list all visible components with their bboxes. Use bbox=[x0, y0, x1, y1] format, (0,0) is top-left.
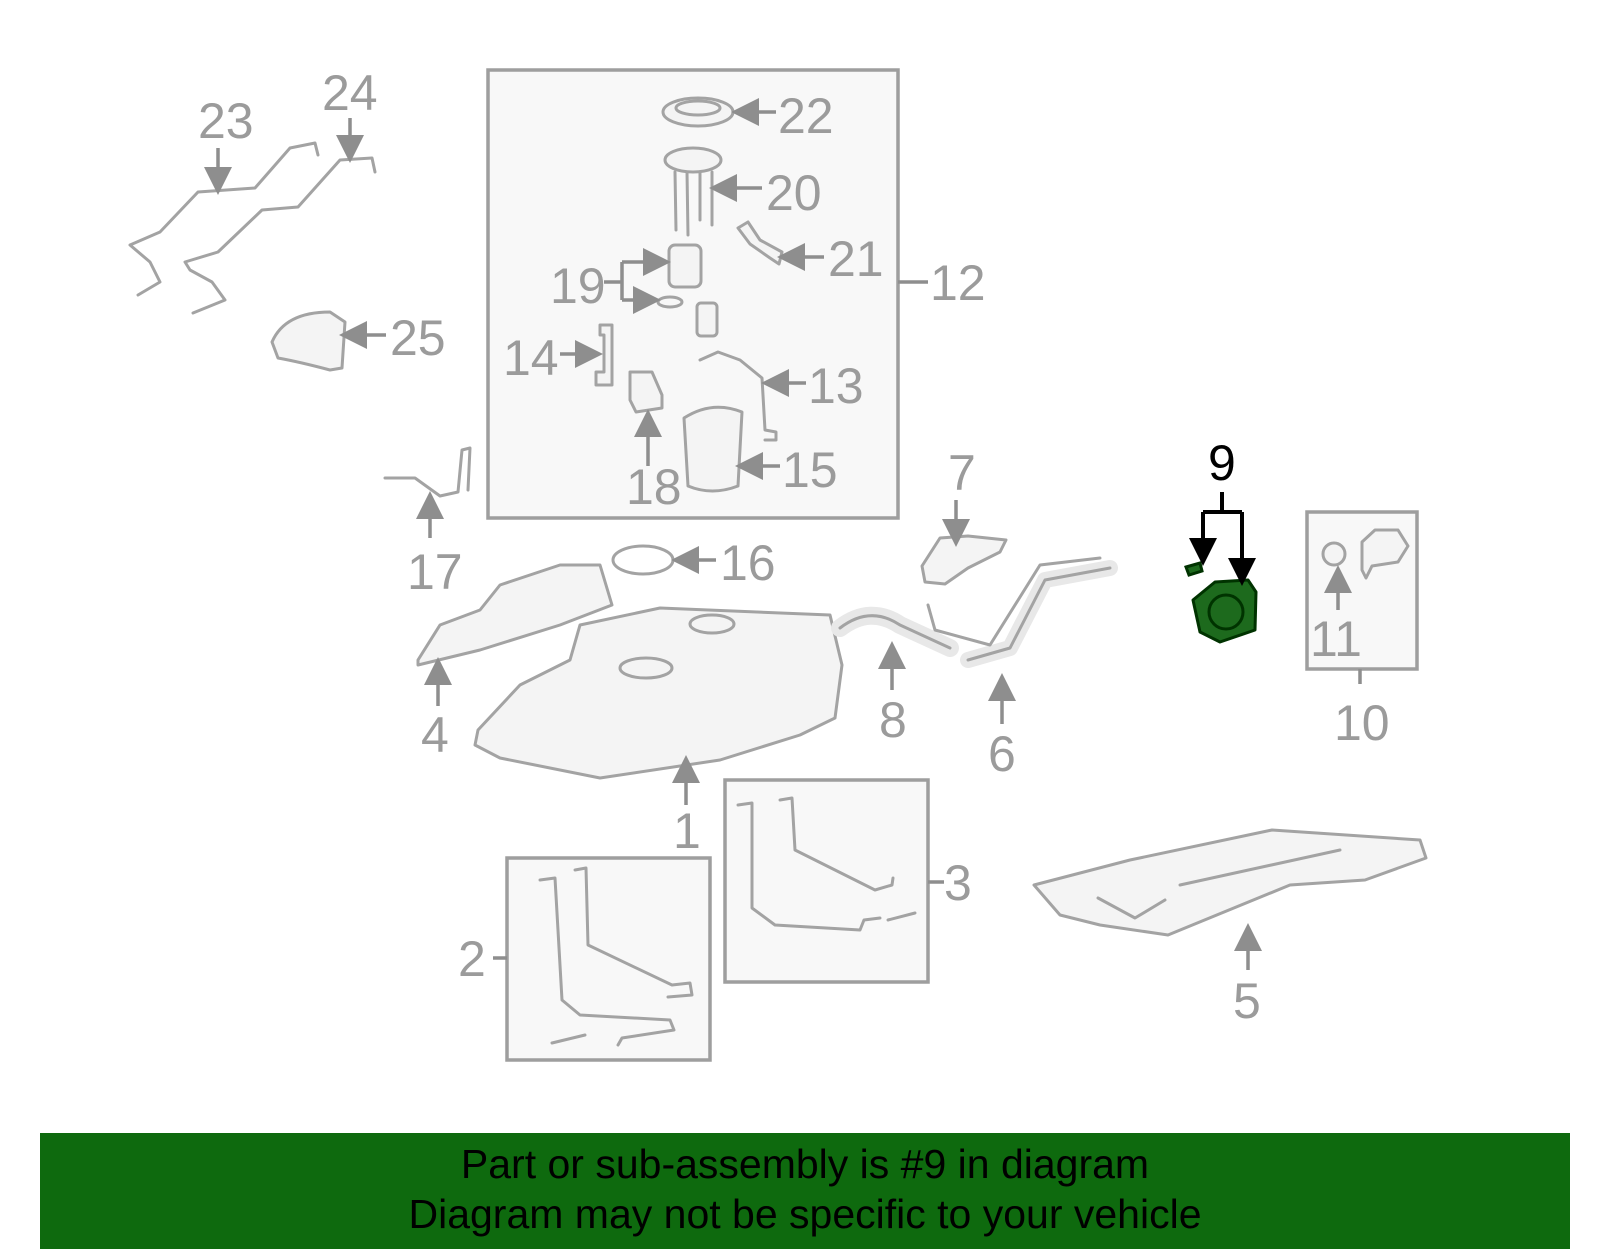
filler-pipe-6-outline bbox=[966, 566, 1112, 662]
callout-12: 12 bbox=[930, 255, 986, 311]
strap-group-box-3 bbox=[723, 778, 930, 984]
gasket-11 bbox=[1321, 541, 1347, 567]
tank-strap-3-bolt bbox=[886, 911, 917, 922]
callout-16: 16 bbox=[720, 535, 776, 591]
filler-door-housing-9-ring bbox=[1207, 593, 1245, 631]
callout-18: 18 bbox=[626, 459, 682, 515]
gauge-sender-13 bbox=[698, 350, 778, 442]
tank-undercover-5-inner bbox=[1096, 848, 1342, 920]
banner-vehicle-disclaimer: Diagram may not be specific to your vehi… bbox=[408, 1191, 1202, 1237]
callout-4: 4 bbox=[421, 707, 449, 763]
fuel-system-parts-diagram: 23 24 25 22 20 21 19 12 14 13 18 15 17 1… bbox=[128, 65, 1428, 1062]
callout-6: 6 bbox=[988, 726, 1016, 782]
callout-1: 1 bbox=[673, 803, 701, 859]
callout-25: 25 bbox=[390, 310, 446, 366]
fuel-cap-10 bbox=[1360, 528, 1410, 580]
tank-strap-3a bbox=[736, 801, 882, 932]
fuel-pump-19 bbox=[667, 243, 703, 289]
fuel-line-24 bbox=[183, 156, 377, 315]
screw-9 bbox=[1184, 561, 1204, 577]
leader-9 bbox=[1203, 492, 1242, 514]
reservoir-15 bbox=[682, 405, 744, 493]
callout-8: 8 bbox=[879, 692, 907, 748]
callout-15: 15 bbox=[782, 442, 838, 498]
tank-undercover-5 bbox=[1032, 828, 1428, 937]
callout-7: 7 bbox=[948, 445, 976, 501]
callout-24: 24 bbox=[322, 65, 378, 121]
strap-group-box-2 bbox=[505, 856, 712, 1062]
tank-strap-2-bolt bbox=[550, 1033, 587, 1045]
pump-cover-20-rods bbox=[673, 170, 714, 237]
leader-19 bbox=[604, 262, 624, 300]
callout-5: 5 bbox=[1233, 973, 1261, 1029]
protector-25 bbox=[270, 310, 347, 372]
callout-3: 3 bbox=[944, 855, 972, 911]
callout-23: 23 bbox=[198, 93, 254, 149]
callout-10: 10 bbox=[1334, 695, 1390, 751]
fuel-tank-opening-large bbox=[618, 656, 674, 680]
tank-strap-2b bbox=[573, 866, 694, 999]
callout-19: 19 bbox=[550, 258, 606, 314]
gasket-16 bbox=[611, 544, 675, 576]
retainer-ring-22-inner bbox=[674, 99, 722, 117]
callout-2: 2 bbox=[458, 931, 486, 987]
tank-strap-2a bbox=[538, 876, 676, 1047]
callout-14: 14 bbox=[503, 330, 559, 386]
fuel-filter-small bbox=[695, 301, 719, 338]
filler-door-housing-9 bbox=[1191, 578, 1258, 644]
callout-9: 9 bbox=[1208, 435, 1236, 491]
tank-protector-4 bbox=[416, 563, 614, 667]
pump-cover-20 bbox=[663, 146, 723, 174]
filler-hose-8-outline bbox=[838, 614, 952, 650]
bracket-7 bbox=[920, 534, 1008, 586]
callout-21: 21 bbox=[828, 231, 884, 287]
callout-13: 13 bbox=[808, 358, 864, 414]
bracket-18 bbox=[628, 370, 664, 414]
fuel-tank-opening-small bbox=[688, 613, 736, 635]
sender-14 bbox=[594, 323, 614, 387]
filler-pipe-6-breather bbox=[926, 556, 1102, 647]
banner-part-note: Part or sub-assembly is #9 in diagram bbox=[460, 1141, 1150, 1187]
info-banner: Part or sub-assembly is #9 in diagram Di… bbox=[40, 1133, 1570, 1249]
fuel-tank-1 bbox=[473, 606, 844, 780]
fuel-line-23 bbox=[128, 141, 320, 297]
tank-strap-3b bbox=[778, 796, 895, 892]
callout-17: 17 bbox=[407, 544, 463, 600]
callout-11: 11 bbox=[1310, 611, 1362, 667]
callout-22: 22 bbox=[778, 88, 834, 144]
sender-17 bbox=[383, 446, 472, 498]
callout-20: 20 bbox=[766, 165, 822, 221]
